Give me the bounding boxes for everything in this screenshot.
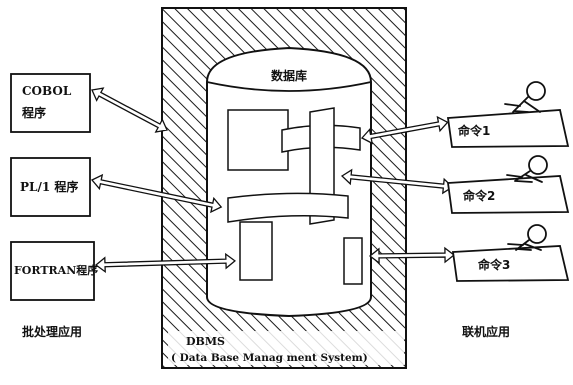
- dbms-full-name: ( Data Base Manag ment System): [171, 352, 368, 364]
- arrow-cobol-db: [89, 84, 171, 136]
- operator-figures: [505, 82, 547, 250]
- batch-program-boxes: COBOL 程序 PL/1 程序 FORTRAN程序: [11, 74, 98, 300]
- database-label: 数据库: [271, 68, 307, 83]
- command3-label: 命令3: [477, 257, 510, 272]
- batch-caption: 批处理应用: [22, 324, 82, 339]
- cobol-label-line2: 程序: [22, 105, 46, 120]
- fortran-label: FORTRAN程序: [14, 263, 98, 277]
- program-box-cobol: [11, 74, 90, 132]
- record-block-1: [228, 110, 288, 170]
- command1-label: 命令1: [457, 123, 490, 138]
- record-block-5: [240, 222, 272, 280]
- online-caption: 联机应用: [462, 324, 510, 339]
- terminal-3: [453, 246, 568, 281]
- dbms-caption: DBMS: [186, 335, 225, 348]
- record-block-6: [344, 238, 362, 284]
- cobol-label: COBOL: [22, 84, 72, 98]
- pl1-label: PL/1 程序: [20, 179, 78, 194]
- command2-label: 命令2: [462, 188, 495, 203]
- operator-1: [505, 82, 545, 112]
- online-terminals: 命令1 命令2 命令3: [448, 110, 568, 281]
